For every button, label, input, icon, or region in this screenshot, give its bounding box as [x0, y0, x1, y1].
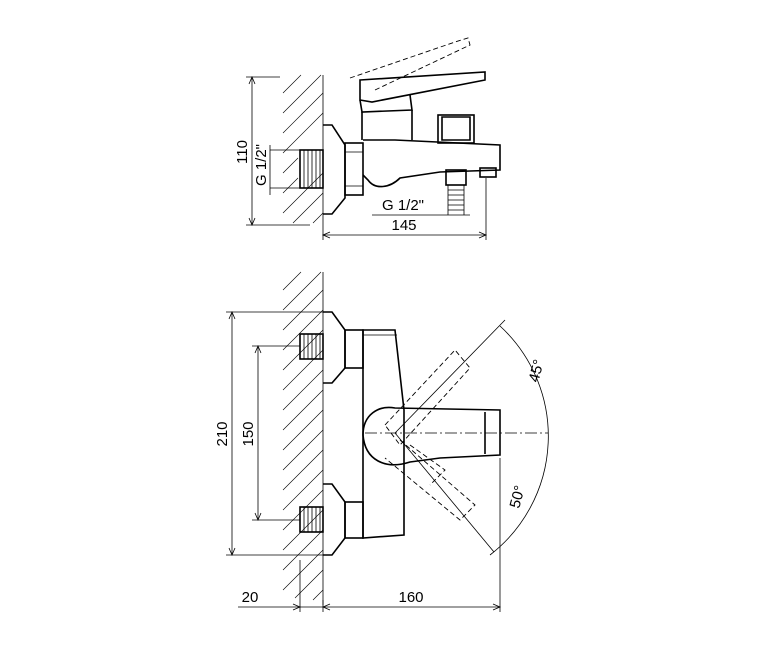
front-dim-width: 160 — [398, 589, 423, 606]
front-dim-height: 210 — [214, 421, 231, 446]
angle-down-label: 50° — [507, 484, 529, 510]
top-mixer-body — [349, 37, 501, 215]
front-wall-hatch — [282, 271, 324, 605]
front-dim-wall: 20 — [242, 589, 259, 606]
front-angle-arc: 45° 50° — [394, 319, 549, 556]
top-dim-width: 145 — [391, 217, 416, 234]
top-wall-hatch — [282, 74, 324, 230]
front-upper-connector — [299, 311, 364, 384]
top-thread-bottom: G 1/2" — [382, 197, 424, 214]
front-lower-connector — [299, 483, 364, 556]
front-view: 45° 50° 210 150 20 160 — [214, 271, 549, 612]
top-thread-left: G 1/2" — [253, 144, 270, 186]
angle-up-label: 45° — [526, 358, 548, 384]
top-view: 110 G 1/2" G 1/2" 145 — [234, 37, 501, 240]
top-inlet-pipe — [270, 149, 324, 189]
front-dimensions: 210 150 20 160 — [214, 310, 502, 612]
top-dimensions: 110 G 1/2" G 1/2" 145 — [234, 75, 488, 240]
front-dim-inner: 150 — [240, 421, 257, 446]
top-dim-height: 110 — [234, 140, 251, 164]
top-flange — [323, 124, 364, 215]
